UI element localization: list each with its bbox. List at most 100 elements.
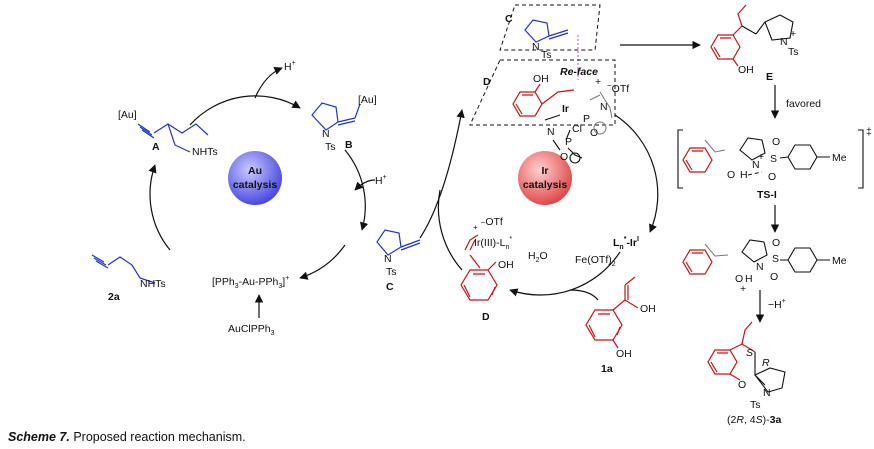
compound-2a: NHTs 2a xyxy=(91,254,166,303)
proton-release-arrow xyxy=(254,66,283,99)
compound-1a: OH OH 1a xyxy=(585,276,656,375)
ts-box-P2: P xyxy=(583,113,590,125)
int-H: H xyxy=(745,273,753,285)
ts-box-OH: OH xyxy=(533,73,549,85)
proton-uptake-arrow xyxy=(354,179,376,191)
ts-box-N2: N xyxy=(600,101,608,113)
1a-entry-arrow xyxy=(569,289,599,301)
compound-B: [Au] N Ts B xyxy=(311,94,377,153)
ts1-plus: + xyxy=(758,151,764,163)
ts-box: C N Ts D Re-face −OTf + OH Ir Cl P N P N… xyxy=(469,4,629,164)
int-plus: + xyxy=(740,283,746,295)
au-catalysis-ball xyxy=(228,151,282,205)
caption-label: Scheme 7. xyxy=(8,430,70,444)
int-O: O xyxy=(772,237,780,249)
ts1-H: H xyxy=(740,169,748,181)
compound-C: N Ts C xyxy=(376,229,421,293)
ts-box-Cl: Cl xyxy=(572,123,582,135)
au-label-B: [Au] xyxy=(358,94,377,106)
E-Ts: Ts xyxy=(788,46,799,58)
label-TS-I: TS-I xyxy=(757,189,777,201)
au-center-label-2: catalysis xyxy=(233,179,278,191)
ts-box-P: P xyxy=(565,136,572,148)
label-B: B xyxy=(345,139,353,151)
int-O2: O xyxy=(770,271,778,283)
E-N: N xyxy=(780,36,788,48)
ir-cycle-arc-right xyxy=(614,114,659,233)
au-cycle: H+ H+ Au catalysis [Au] NHTs A [Au] N Ts… xyxy=(91,60,421,337)
favored-label: favored xyxy=(786,98,821,110)
ir-cycle-arc-left xyxy=(437,189,463,271)
oh-1a-2: OH xyxy=(616,348,632,360)
label-2a: 2a xyxy=(108,291,120,303)
au-label-A: [Au] xyxy=(118,109,137,121)
nhts-2a: NHTs xyxy=(140,278,166,290)
E-OH: OH xyxy=(738,64,754,76)
int-N: N xyxy=(756,261,764,273)
prod-S: S xyxy=(746,347,753,359)
cationic-catalyst: [PPh3-Au-PPh3]+ xyxy=(212,275,289,290)
ts-box-N: N xyxy=(532,41,540,53)
connector-C-to-TS xyxy=(419,109,465,239)
ts1-O2: O xyxy=(768,171,776,183)
label-C: C xyxy=(386,281,394,293)
n-C: N xyxy=(384,253,392,265)
label-A: A xyxy=(152,141,160,153)
caption-text: Proposed reaction mechanism. xyxy=(69,430,246,444)
E-plus: + xyxy=(790,28,796,40)
prod-O: O xyxy=(738,379,746,391)
au-cycle-arc-C-to-cat xyxy=(299,244,346,280)
oh-D: OH xyxy=(498,259,514,271)
ir-complex-2: Ir(III)-Ln* xyxy=(474,236,512,251)
ts-box-D-label: D xyxy=(483,76,491,88)
ir-center-label-2: catalysis xyxy=(523,179,568,191)
catalyst-precursor: AuClPPh3 xyxy=(228,323,275,337)
int-O-ring: O xyxy=(735,273,743,285)
right-panel: N + Ts OH E favored ‡ N + S O O Me O xyxy=(677,4,872,426)
compound-E: N + Ts OH E xyxy=(710,4,799,83)
compound-A: [Au] NHTs A xyxy=(118,109,218,158)
ir-center-label-1: Ir xyxy=(541,165,548,177)
intermediate-D: +−OTf Ir(III)-Ln* OH D xyxy=(460,216,514,323)
ir-complex: +−OTf xyxy=(473,216,503,232)
scheme-caption: Scheme 7. Proposed reaction mechanism. xyxy=(8,430,246,444)
fe-otf: Fe(OTf)2 xyxy=(575,254,616,268)
ir-catalysis-ball xyxy=(518,151,572,205)
int-S: S xyxy=(772,253,779,265)
prod-R: R xyxy=(762,357,770,369)
plane-C xyxy=(499,4,601,51)
h2o: H2O xyxy=(528,250,548,264)
ts-C: Ts xyxy=(386,266,397,278)
re-face-label: Re-face xyxy=(560,66,598,78)
proton-1: H+ xyxy=(284,60,296,73)
n-B: N xyxy=(322,128,330,140)
ts-box-Ts: Ts xyxy=(541,49,552,61)
oh-1a-1: OH xyxy=(640,303,656,315)
prod-N: N xyxy=(763,387,771,399)
label-E: E xyxy=(766,71,773,83)
ln-ir-label: Ln*-IrI xyxy=(613,236,639,251)
ts1-S: S xyxy=(770,153,777,165)
ts1-Me: Me xyxy=(832,152,847,164)
ts-box-otf: −OTf xyxy=(607,81,629,95)
oxocarbenium-intermediate: N S O O Me O H + xyxy=(682,237,847,295)
product-3a: O S R N Ts (2R, 4S)-3a xyxy=(707,321,786,426)
au-cycle-arc-A-to-B xyxy=(189,95,301,126)
ts-box-Ir: Ir xyxy=(562,103,569,115)
au-center-label-1: Au xyxy=(248,165,262,177)
ts-B: Ts xyxy=(325,141,336,153)
label-D: D xyxy=(482,311,490,323)
minus-h: −H+ xyxy=(768,298,786,311)
proton-2: H+ xyxy=(375,174,387,187)
ts-dagger: ‡ xyxy=(866,126,872,138)
au-cycle-arc-2a-to-A xyxy=(148,164,171,251)
ts-box-C-label: C xyxy=(505,13,513,25)
ir-cycle: Ir catalysis Ln*-IrI Fe(OTf)2 H2O +−OTf … xyxy=(437,114,659,375)
ts-box-O1: O xyxy=(590,127,598,139)
prod-Ts: Ts xyxy=(750,399,761,411)
ts-box-plus: + xyxy=(595,76,601,88)
ts1-O-ring: O xyxy=(727,169,735,181)
product-label: (2R, 4S)-3a xyxy=(727,414,781,426)
ts-I: ‡ N + S O O Me O H TS-I xyxy=(677,126,872,201)
